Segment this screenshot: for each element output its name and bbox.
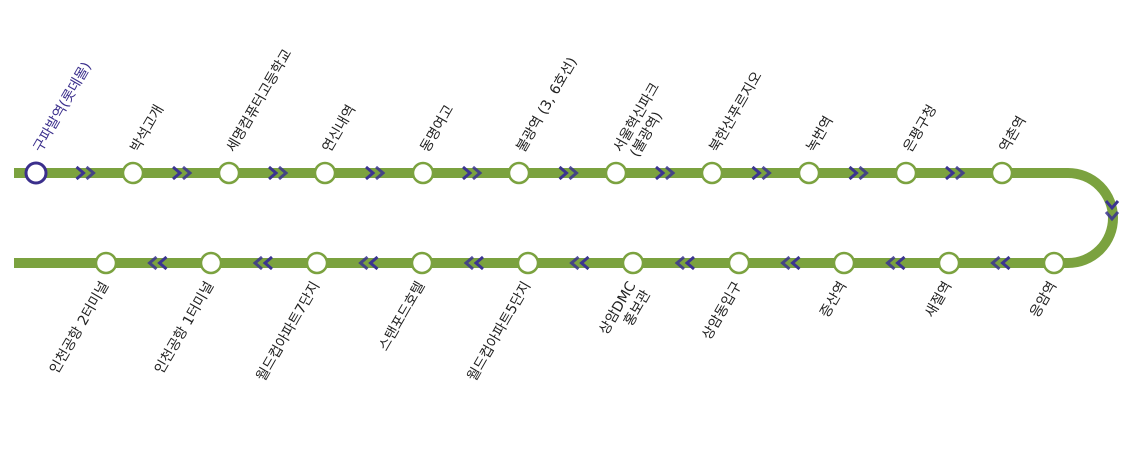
station-label: 북한산푸르지오 xyxy=(707,69,766,155)
direction-arrow-right xyxy=(751,165,772,181)
station-label: 인천공항 2터미널 xyxy=(47,279,113,377)
station-name: 은평구청 xyxy=(901,102,941,155)
station-name: 인천공항 1터미널 xyxy=(152,279,218,377)
direction-arrow-down xyxy=(1104,200,1120,222)
station-name: 상암동입구 xyxy=(699,279,745,343)
station-name: 동명여고 xyxy=(418,102,458,155)
station-name: 박석고개 xyxy=(128,102,168,155)
direction-arrow-right xyxy=(268,165,289,181)
direction-arrow-left xyxy=(990,255,1011,271)
station-label: 불광역 (3, 6호선) xyxy=(514,55,581,155)
station-marker[interactable] xyxy=(199,251,223,275)
direction-arrow-left xyxy=(358,255,379,271)
direction-arrow-right xyxy=(75,165,96,181)
station-label: 스탠포드호텔 xyxy=(376,279,428,354)
station-marker[interactable] xyxy=(604,161,628,185)
station-marker[interactable] xyxy=(937,251,961,275)
direction-arrow-left xyxy=(780,255,801,271)
station-name: 인천공항 2터미널 xyxy=(47,279,113,377)
station-name: 구파발역(롯데몰) xyxy=(31,59,95,155)
station-marker[interactable] xyxy=(94,251,118,275)
station-label: 서울혁신파크(불광역) xyxy=(611,80,678,164)
station-label: 새절역 xyxy=(922,279,955,320)
station-label: 구파발역(롯데몰) xyxy=(31,59,95,155)
direction-arrow-left xyxy=(674,255,695,271)
station-label: 역촌역 xyxy=(997,114,1030,155)
station-marker[interactable] xyxy=(410,251,434,275)
station-name: 녹번역 xyxy=(804,114,837,155)
station-name: 월드컵아파트5단지 xyxy=(465,279,535,384)
direction-arrow-right xyxy=(655,165,676,181)
station-marker[interactable] xyxy=(305,251,329,275)
station-marker[interactable] xyxy=(990,161,1014,185)
station-marker[interactable] xyxy=(700,161,724,185)
direction-arrow-left xyxy=(252,255,273,271)
current-station-marker[interactable] xyxy=(24,161,48,185)
direction-arrow-left xyxy=(147,255,168,271)
direction-arrow-left xyxy=(569,255,590,271)
station-label: 월드컵아파트7단지 xyxy=(254,279,324,384)
route-line xyxy=(14,168,1118,268)
station-name: 새절역 xyxy=(922,279,955,320)
station-label: 은평구청 xyxy=(901,102,941,155)
station-name: 불광역 (3, 6호선) xyxy=(514,55,581,155)
direction-arrow-right xyxy=(462,165,483,181)
station-label: 응암역 xyxy=(1027,279,1060,320)
station-name: 역촌역 xyxy=(997,114,1030,155)
station-name: 북한산푸르지오 xyxy=(707,69,766,155)
direction-arrow-right xyxy=(945,165,966,181)
station-label: 세명컴퓨터고등학교 xyxy=(224,47,296,155)
direction-arrow-right xyxy=(848,165,869,181)
station-marker[interactable] xyxy=(313,161,337,185)
station-name: 스탠포드호텔 xyxy=(376,279,428,354)
station-marker[interactable] xyxy=(727,251,751,275)
direction-arrow-group xyxy=(75,165,1120,271)
direction-arrow-right xyxy=(558,165,579,181)
station-marker[interactable] xyxy=(411,161,435,185)
station-marker[interactable] xyxy=(1042,251,1066,275)
station-marker[interactable] xyxy=(217,161,241,185)
direction-arrow-left xyxy=(885,255,906,271)
station-label: 월드컵아파트5단지 xyxy=(465,279,535,384)
station-marker[interactable] xyxy=(621,251,645,275)
route-line-group xyxy=(14,168,1118,268)
station-marker[interactable] xyxy=(121,161,145,185)
direction-arrow-right xyxy=(172,165,193,181)
station-name: 연신내역 xyxy=(320,102,360,155)
direction-arrow-left xyxy=(463,255,484,271)
station-marker[interactable] xyxy=(507,161,531,185)
station-marker[interactable] xyxy=(832,251,856,275)
station-marker[interactable] xyxy=(516,251,540,275)
station-label: 동명여고 xyxy=(418,102,458,155)
station-name: 증산역 xyxy=(817,279,850,320)
station-label: 녹번역 xyxy=(804,114,837,155)
direction-arrow-right xyxy=(365,165,386,181)
station-marker[interactable] xyxy=(797,161,821,185)
station-label: 박석고개 xyxy=(128,102,168,155)
station-name: 월드컵아파트7단지 xyxy=(254,279,324,384)
station-label: 상암동입구 xyxy=(699,279,745,343)
station-name: 세명컴퓨터고등학교 xyxy=(224,47,296,155)
station-label: 증산역 xyxy=(817,279,850,320)
station-label: 연신내역 xyxy=(320,102,360,155)
station-marker[interactable] xyxy=(894,161,918,185)
station-group xyxy=(24,161,1066,275)
station-name: 응암역 xyxy=(1027,279,1060,320)
station-label: 상암DMC홍보관 xyxy=(596,279,654,346)
station-label: 인천공항 1터미널 xyxy=(152,279,218,377)
